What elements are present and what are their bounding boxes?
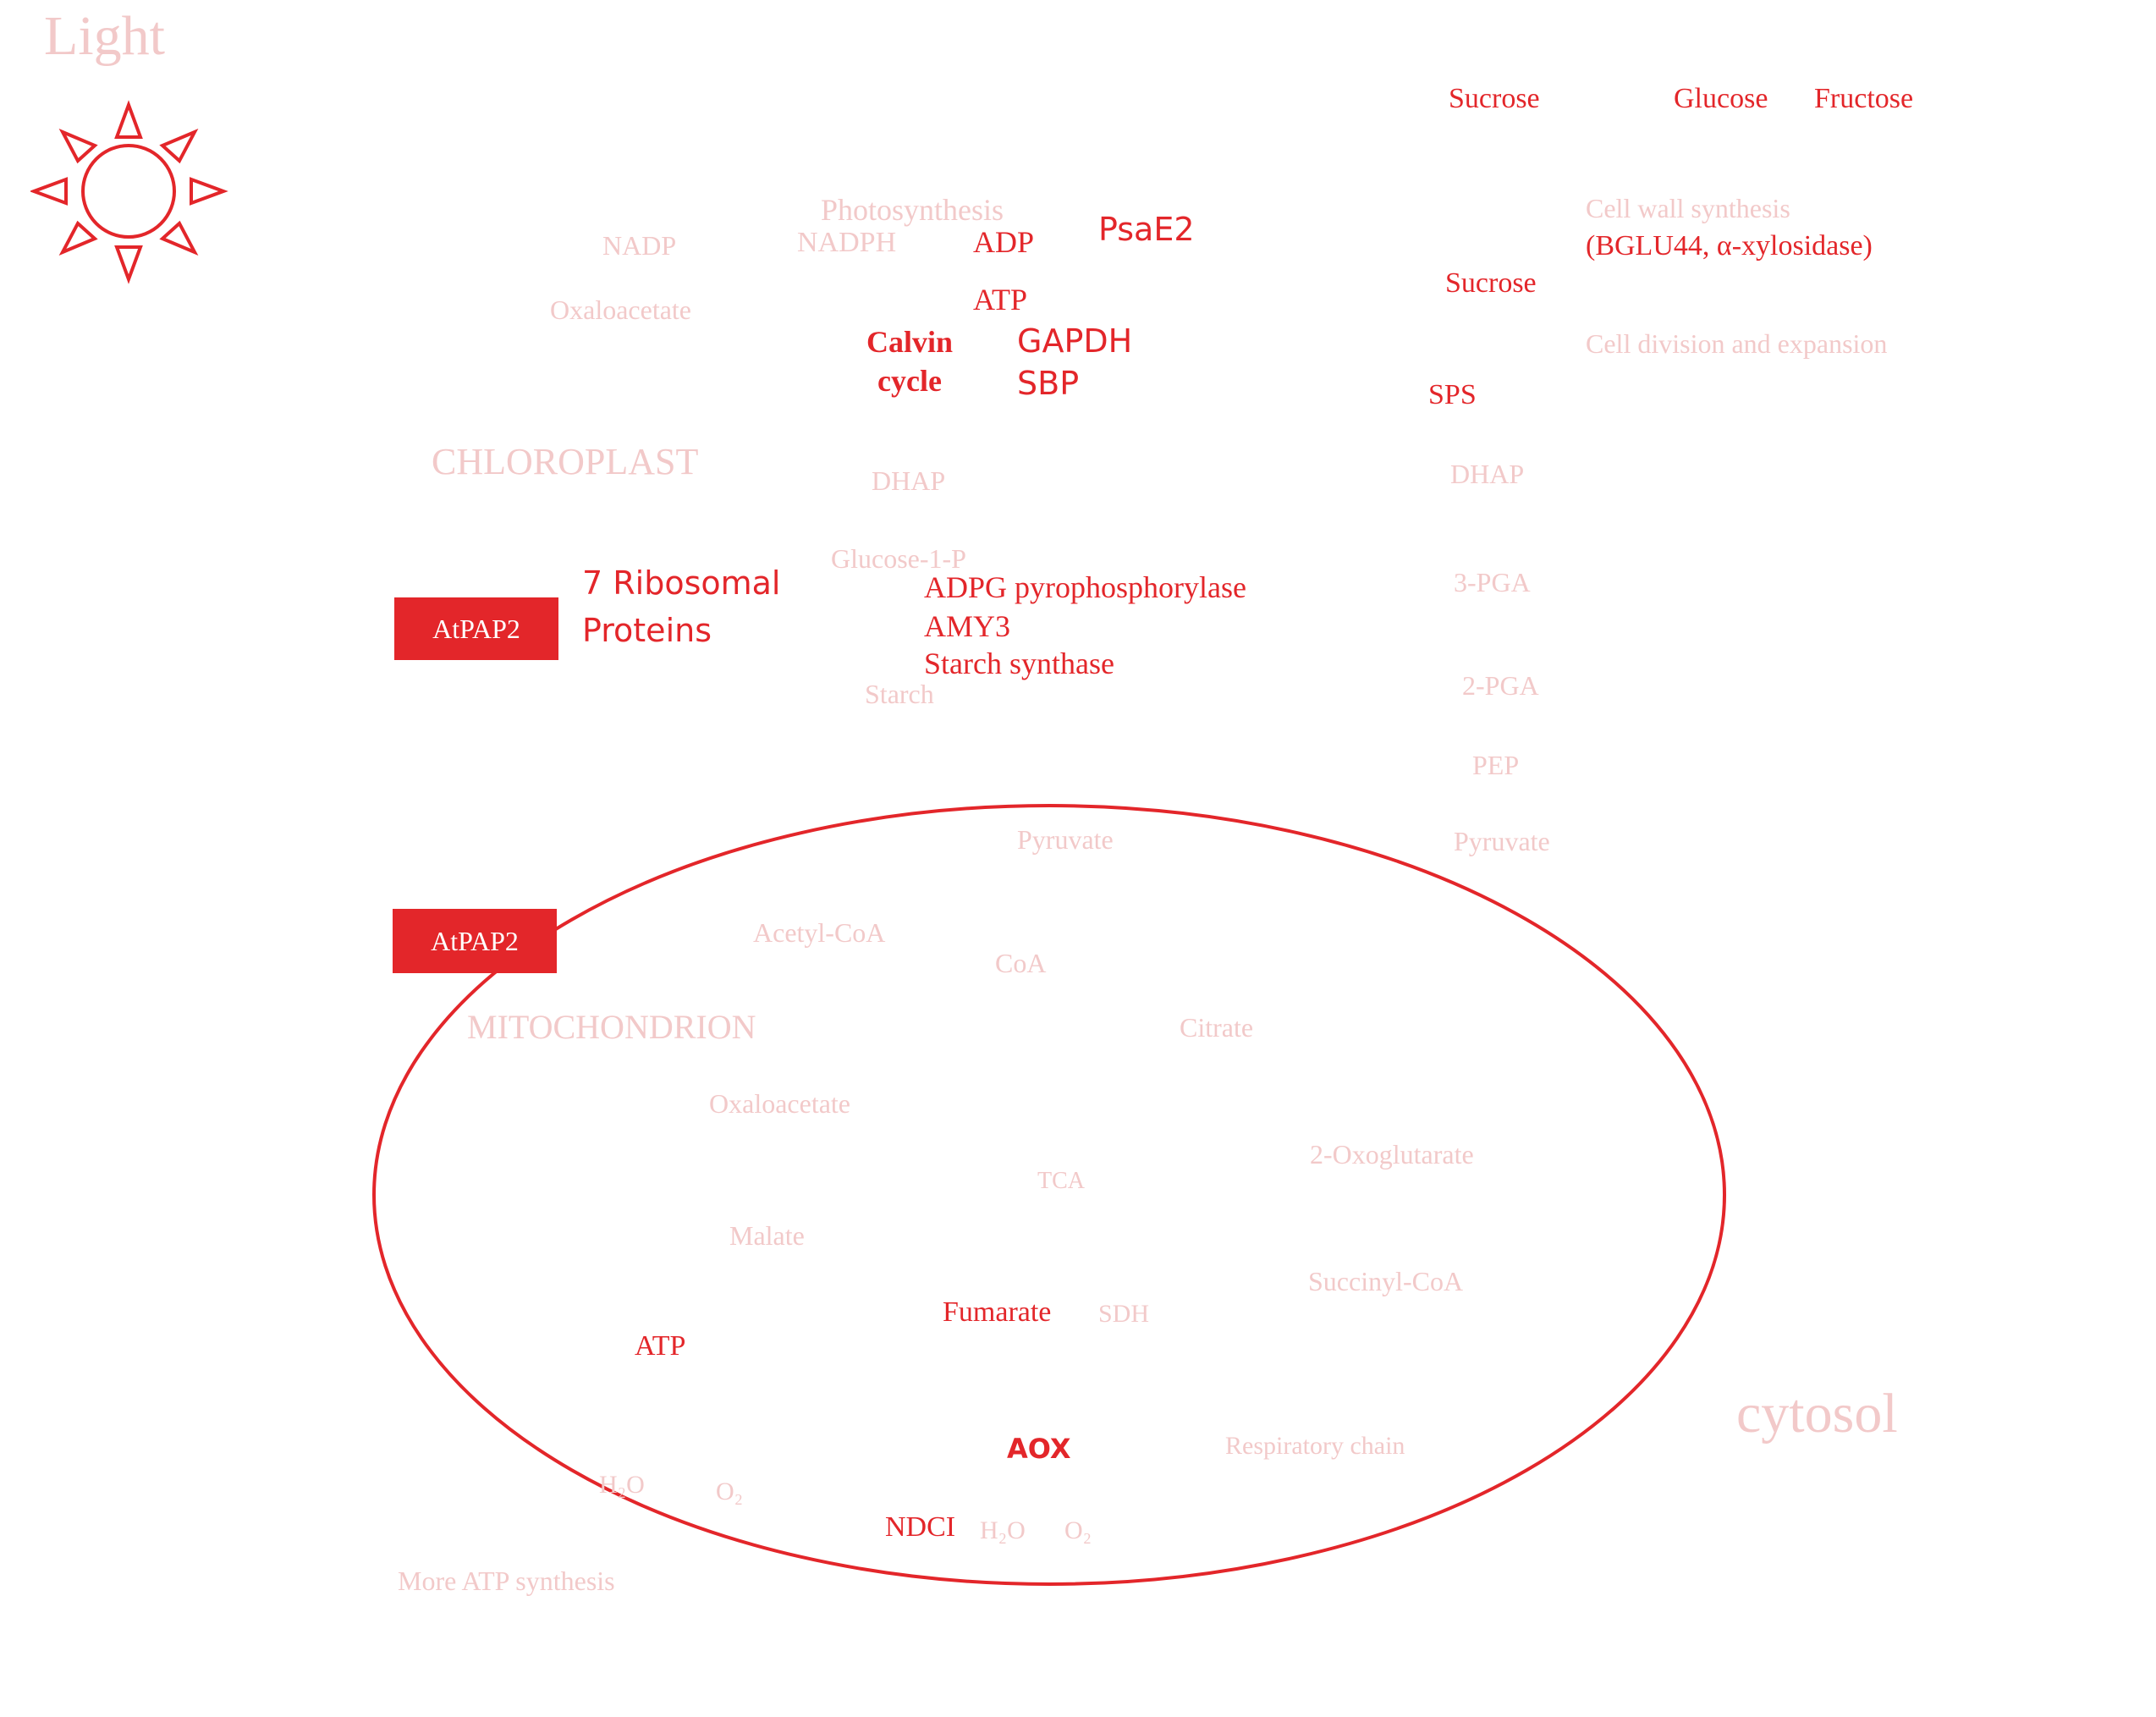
atp-label: ATP	[973, 283, 1028, 316]
adpg-label: ADPG pyrophosphorylase	[924, 570, 1246, 604]
ribosomal-proteins-line1: 7 Ribosomal	[582, 564, 781, 602]
bglu-label: (BGLU44, α-xylosidase)	[1586, 230, 1873, 261]
citrate-label: Citrate	[1180, 1012, 1254, 1043]
atpap2-mitochondrion-box: AtPAP2	[393, 909, 557, 973]
pyruvate-cytosol-label: Pyruvate	[1454, 826, 1550, 856]
2pga-label: 2-PGA	[1462, 670, 1539, 701]
aox-label: AOX	[1007, 1433, 1071, 1465]
oxaloacetate-chloroplast-label: Oxaloacetate	[550, 294, 691, 325]
ndci-label: NDCI	[885, 1511, 956, 1543]
succinyl-coa-label: Succinyl-CoA	[1308, 1266, 1464, 1296]
h2o-left-label: H₂O	[599, 1471, 645, 1499]
oxaloacetate-mito-label: Oxaloacetate	[709, 1088, 850, 1119]
h2o-right-label: H₂O	[980, 1516, 1026, 1544]
cell-division-label: Cell division and expansion	[1586, 328, 1888, 359]
cell-wall-label: Cell wall synthesis	[1586, 193, 1790, 223]
fumarate-label: Fumarate	[943, 1296, 1052, 1328]
o2-right-label: O₂	[1064, 1516, 1092, 1544]
sps-label: SPS	[1428, 379, 1477, 410]
more-atp-label: More ATP synthesis	[398, 1566, 615, 1596]
amy3-label: AMY3	[924, 609, 1011, 643]
calvin-cycle-line2: cycle	[877, 364, 942, 398]
sucrose-mid-label: Sucrose	[1445, 267, 1537, 299]
light-label: Light	[44, 5, 165, 67]
starch-synthase-label: Starch synthase	[924, 647, 1114, 680]
glucose-1p-label: Glucose-1-P	[831, 543, 966, 574]
atpap2-chloroplast-box: AtPAP2	[394, 597, 558, 660]
calvin-cycle-line1: Calvin	[866, 325, 954, 359]
adp-label: ADP	[973, 225, 1035, 259]
pyruvate-mito-label: Pyruvate	[1017, 824, 1114, 855]
dhap-cytosol-label: DHAP	[1450, 459, 1525, 489]
sbp-label: SBP	[1017, 365, 1080, 402]
3pga-label: 3-PGA	[1454, 567, 1531, 597]
photosynthesis-label: Photosynthesis	[821, 193, 1004, 227]
sucrose-top-label: Sucrose	[1449, 83, 1540, 114]
psae2-label: PsaE2	[1098, 211, 1195, 248]
respiratory-chain-label: Respiratory chain	[1225, 1432, 1405, 1460]
o2-left-label: O₂	[716, 1478, 744, 1505]
pep-label: PEP	[1472, 750, 1520, 780]
oxoglutarate-label: 2-Oxoglutarate	[1310, 1139, 1474, 1169]
malate-label: Malate	[729, 1220, 805, 1251]
glucose-label: Glucose	[1674, 83, 1768, 114]
tca-label: TCA	[1037, 1168, 1085, 1194]
fructose-label: Fructose	[1814, 83, 1914, 114]
atp-mito-label: ATP	[635, 1330, 686, 1362]
sun-icon	[30, 100, 228, 284]
acetyl-coa-label: Acetyl-CoA	[753, 917, 886, 948]
dhap-chloroplast-label: DHAP	[872, 465, 946, 496]
chloroplast-label: CHLOROPLAST	[432, 441, 699, 482]
cytosol-label: cytosol	[1736, 1383, 1898, 1445]
gapdh-label: GAPDH	[1017, 322, 1133, 360]
starch-label: Starch	[865, 679, 934, 709]
mitochondrion-label: MITOCHONDRION	[467, 1008, 756, 1046]
nadp-label: NADP	[602, 230, 677, 261]
citrate-coa-label: CoA	[995, 948, 1047, 978]
nadph-label: NADPH	[797, 227, 897, 258]
sdh-label: SDH	[1098, 1300, 1150, 1328]
ribosomal-proteins-line2: Proteins	[582, 612, 712, 649]
